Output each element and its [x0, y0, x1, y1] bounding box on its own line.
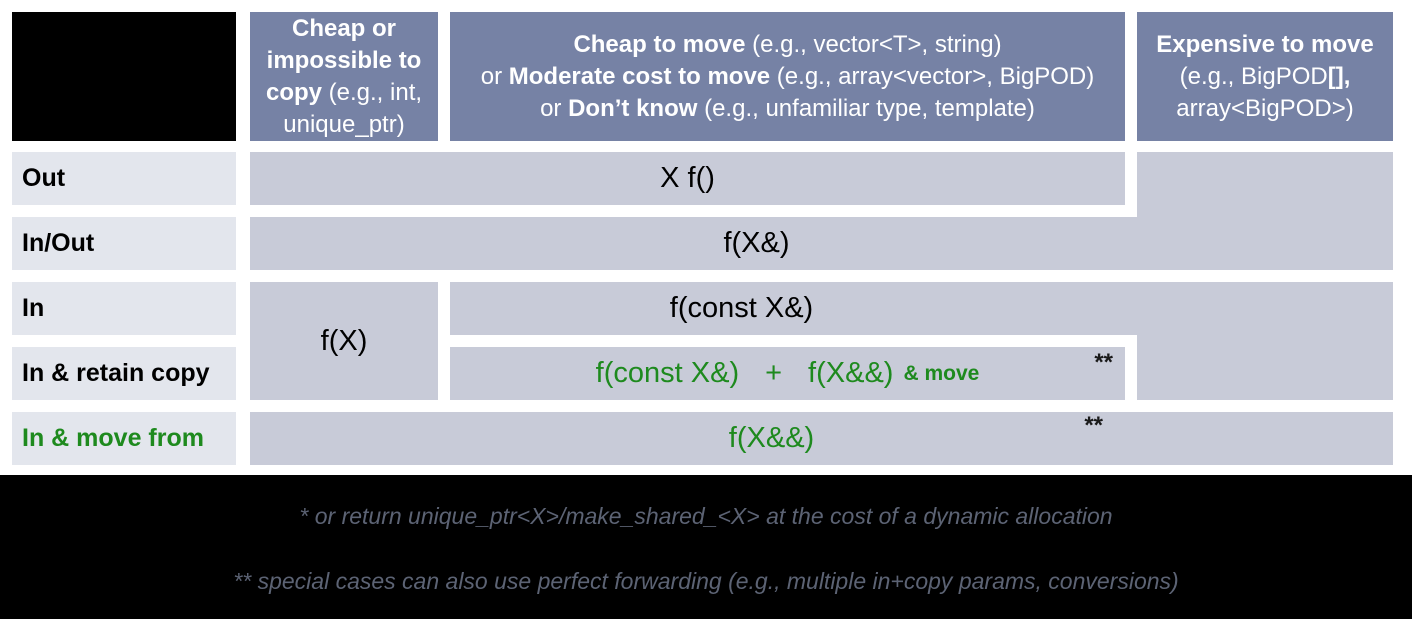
header-text-pre: or — [540, 94, 569, 122]
cell-inout-ref-param: f(X&) — [250, 217, 1393, 270]
header-text-rest: (e.g., int, unique_ptr) — [283, 78, 423, 138]
code-text-const-ref: f(const X&) — [595, 357, 740, 389]
header-text-bold: [], — [1327, 62, 1351, 90]
header-text-bold: Expensive to move — [1156, 30, 1374, 58]
cell-in-const-ref: f(const X&) — [450, 282, 1393, 335]
plus-sign: + — [765, 357, 783, 389]
code-text-rvalue-ref: f(X&&) — [808, 357, 894, 389]
footer-band — [0, 475, 1412, 619]
header-text-bold: Cheap to move — [573, 30, 746, 58]
header-text-bold: Moderate cost to move — [508, 62, 771, 90]
header-text-pre: or — [480, 62, 509, 90]
cell-out-expensive-extension — [1137, 152, 1393, 217]
corner-black-box — [12, 12, 236, 141]
row-label-text: Out — [22, 164, 66, 192]
code-text: f(X&) — [723, 227, 790, 259]
header-text-bold: Cheap or impossible to copy — [265, 14, 422, 106]
double-asterisk-footnote-marker: ** — [1094, 349, 1113, 376]
footnote-perfect-forwarding: ** special cases can also use perfect fo… — [233, 568, 1179, 594]
cell-move-from-rvalue-ref: f(X&&) ** — [250, 412, 1393, 465]
code-text-and-move: & move — [903, 361, 980, 385]
code-text: f(X) — [320, 324, 368, 357]
row-label-text: In & move from — [22, 424, 204, 452]
row-label-in: In — [12, 282, 236, 335]
header-text-rest: (e.g., BigPOD — [1179, 62, 1328, 90]
header-text-rest: (e.g., unfamiliar type, template) — [697, 94, 1035, 122]
row-label-inout: In/Out — [12, 217, 236, 270]
column-header-cheap-move: Cheap to move (e.g., vector<T>, string) … — [450, 12, 1125, 141]
double-asterisk-footnote-marker: ** — [1084, 412, 1103, 439]
code-text: f(X&&) — [728, 422, 815, 454]
row-label-text: In/Out — [22, 229, 95, 257]
column-header-expensive-move: Expensive to move (e.g., BigPOD[], array… — [1137, 12, 1393, 141]
row-label-text: In & retain copy — [22, 359, 210, 387]
footnote-dynamic-allocation: * or return unique_ptr<X>/make_shared_<X… — [299, 503, 1113, 529]
header-text-rest: (e.g., vector<T>, string) — [745, 30, 1002, 58]
row-label-in-retain-copy: In & retain copy — [12, 347, 236, 400]
code-text: f(const X&) — [669, 292, 814, 324]
cell-in-expensive-extension — [1137, 335, 1393, 400]
code-text: X f() — [660, 162, 715, 194]
header-text-rest: array<BigPOD>) — [1176, 94, 1354, 122]
column-header-cheap-copy: Cheap or impossible to copy (e.g., int, … — [250, 12, 438, 141]
header-text-rest: (e.g., array<vector>, BigPOD) — [770, 62, 1095, 90]
cell-out-return-by-value: X f() — [250, 152, 1125, 205]
row-label-in-move-from: In & move from — [12, 412, 236, 465]
row-label-text: In — [22, 294, 45, 322]
cell-retain-overload-pair: f(const X&) + f(X&&) & move ** — [450, 347, 1125, 400]
header-text-bold: Don’t know — [568, 94, 698, 122]
cell-in-by-value: f(X) — [250, 282, 438, 400]
row-label-out: Out — [12, 152, 236, 205]
